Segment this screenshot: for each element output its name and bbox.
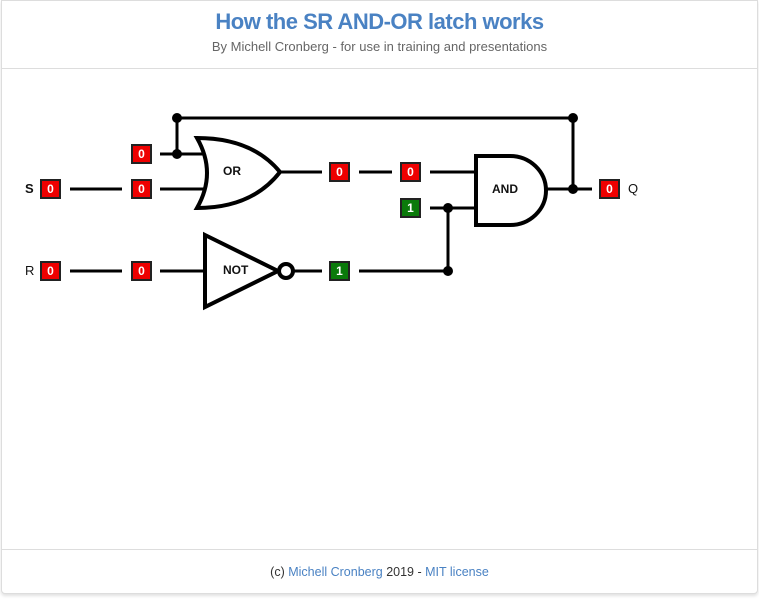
junction-top-left: [172, 113, 182, 123]
not-gate: [203, 231, 283, 311]
s-label: S: [25, 181, 34, 196]
r-to-not-bit: 0: [131, 261, 152, 281]
and-input-b-bit: 1: [400, 198, 421, 218]
junction-or-feedback: [172, 149, 182, 159]
junction-top-right: [568, 113, 578, 123]
feedback-to-or-bit: 0: [131, 144, 152, 164]
r-input-bit[interactable]: 0: [40, 261, 61, 281]
footer-year: 2019 -: [386, 565, 422, 579]
page-subtitle: By Michell Cronberg - for use in trainin…: [211, 39, 548, 54]
junction-and-b: [443, 203, 453, 213]
circuit-svg: OR NOT AND: [70, 113, 592, 311]
q-label: Q: [628, 181, 639, 196]
footer-copyright: (c): [270, 565, 285, 579]
main-card: How the SR AND-OR latch works By Michell…: [1, 0, 758, 594]
footer: (c) Michell Cronberg 2019 - MIT license: [2, 549, 757, 594]
and-input-a-bit: 0: [400, 162, 421, 182]
not-bubble: [277, 262, 295, 280]
or-gate: [193, 135, 283, 211]
or-gate-label: OR: [223, 164, 241, 178]
author-link[interactable]: Michell Cronberg: [288, 565, 383, 579]
not-output-bit: 1: [329, 261, 350, 281]
or-output-bit: 0: [329, 162, 350, 182]
junction-not-out: [443, 266, 453, 276]
r-label: R: [25, 263, 35, 278]
and-gate-label: AND: [492, 182, 518, 196]
junction-q-output: [568, 184, 578, 194]
and-gate: [474, 154, 548, 227]
s-input-bit[interactable]: 0: [40, 179, 61, 199]
q-output-bit: 0: [599, 179, 620, 199]
header: How the SR AND-OR latch works By Michell…: [2, 1, 757, 69]
s-to-or-bit: 0: [131, 179, 152, 199]
latch-diagram: OR NOT AND S R Q 0 0 0 0 0: [2, 69, 757, 549]
license-link[interactable]: MIT license: [425, 565, 489, 579]
not-gate-label: NOT: [223, 263, 249, 277]
page-title: How the SR AND-OR latch works: [215, 9, 544, 34]
